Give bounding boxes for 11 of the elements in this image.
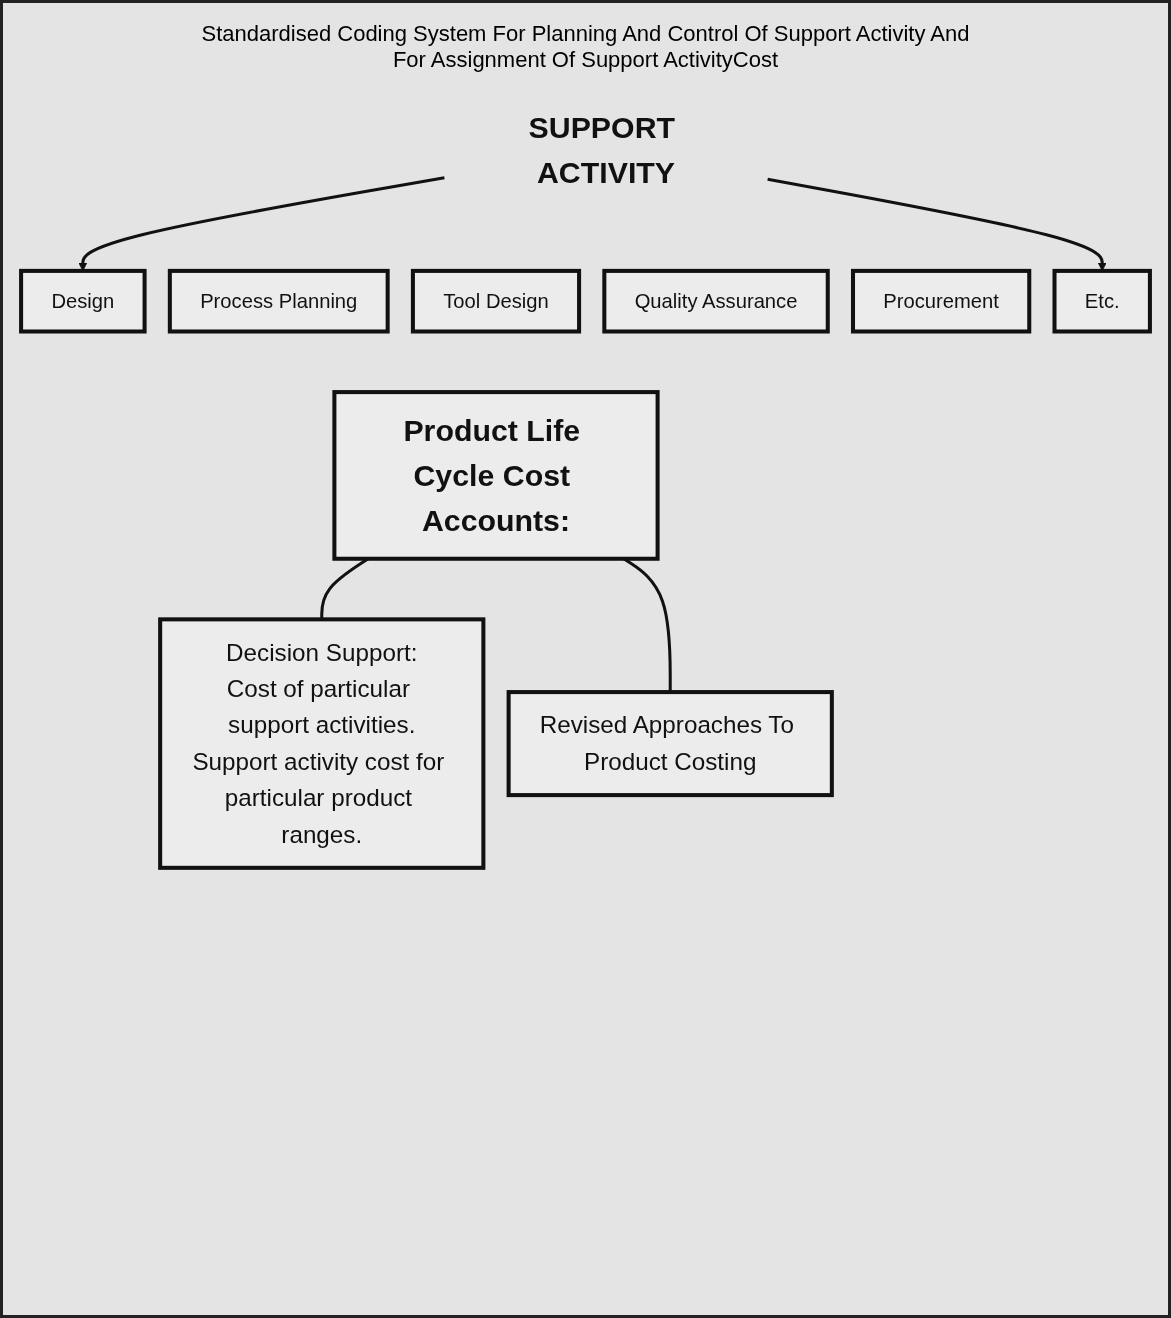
node-box: Etc. [1052, 268, 1152, 334]
node-box: Revised Approaches To Product Costing [506, 690, 834, 798]
node-box: Quality Assurance [602, 268, 830, 334]
node-box: Design [19, 268, 147, 334]
node-box: Procurement [851, 268, 1032, 334]
node-box: Tool Design [410, 268, 582, 334]
node-text: SUPPORT ACTIVITY [528, 110, 676, 190]
node-box: Product Life Cycle Cost Accounts: [332, 390, 660, 561]
note-text: Standardised Coding System For Planning And Control Of Support Activity And For Assignment Of Support ActivityCost [200, 21, 971, 73]
node-box: Process Planning [167, 268, 390, 334]
node-box: Decision Support: Cost of particular support activities. Support activity cost for particular product ranges. [158, 617, 486, 870]
